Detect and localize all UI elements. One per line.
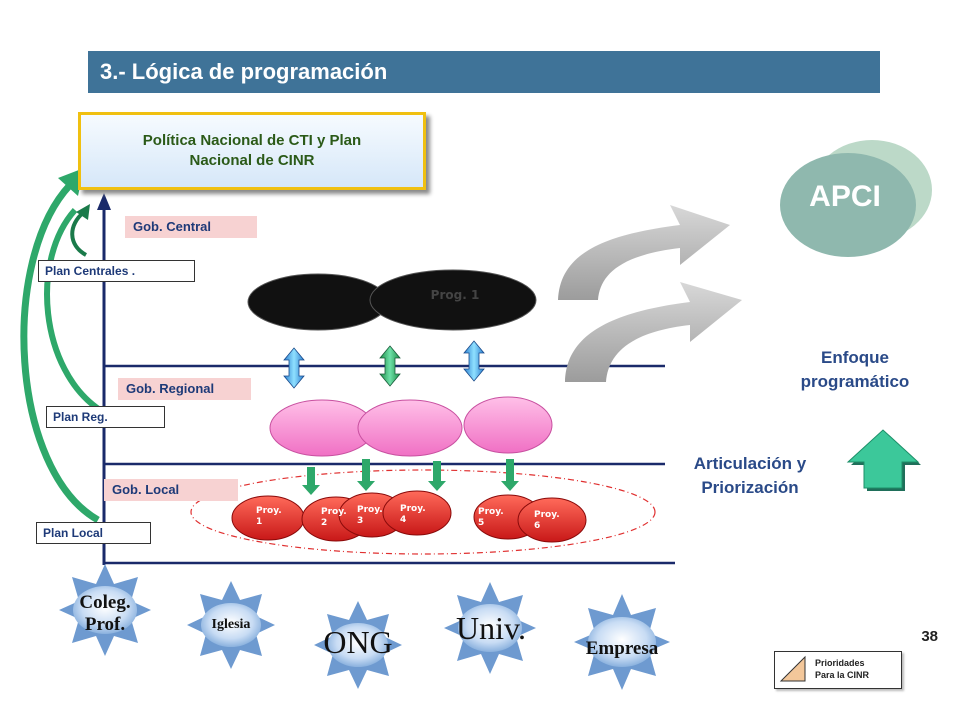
green-down-arrows — [302, 459, 519, 495]
actor-label-iglesia: Iglesia — [211, 617, 251, 632]
legend-text: Prioridades Para la CINR — [815, 658, 870, 680]
project-ellipse-4 — [382, 490, 452, 536]
actor-label-univ: Univ. — [456, 610, 526, 646]
apci-label: APCI — [809, 180, 881, 213]
project-ellipse-6 — [517, 497, 587, 543]
green-curve-central-head — [76, 204, 90, 220]
plan-box-local: Plan Local — [36, 522, 151, 544]
project-label-4: Proy.4 — [400, 504, 426, 525]
program-ellipse-left — [247, 273, 389, 331]
actor-label-empresa: Empresa — [585, 638, 659, 659]
green-curve-local — [20, 182, 100, 524]
actor-label-coleg: Coleg.Prof. — [79, 592, 131, 635]
regional-ellipse-3 — [463, 396, 553, 454]
project-label-1: Proy.1 — [256, 506, 282, 527]
level-label-local: Gob. Local — [104, 479, 238, 501]
project-label-5: Proy.5 — [478, 507, 504, 528]
legend-box: Prioridades Para la CINR — [774, 651, 902, 689]
policy-box-text: Política Nacional de CTI y Plan Nacional… — [142, 132, 362, 169]
policy-box: Política Nacional de CTI y Plan Nacional… — [78, 112, 426, 190]
program-ellipse-prog1 — [369, 269, 537, 331]
actor-label-ong: ONG — [323, 624, 393, 660]
sun-ong — [314, 601, 402, 689]
green-up-arrow — [846, 429, 920, 489]
enfoque-label: Enfoque programático — [800, 348, 910, 391]
level-label-central: Gob. Central — [125, 216, 257, 238]
project-label-6: Proy.6 — [534, 510, 560, 531]
green-curve-regional — [44, 207, 102, 413]
sun-iglesia — [187, 581, 275, 669]
apci-ellipse — [780, 153, 916, 257]
program-label-prog1: Prog. 1 — [430, 288, 480, 302]
plan-box-central: Plan Centrales . — [38, 260, 195, 282]
gray-curved-arrow-upper — [558, 205, 730, 300]
projects-group-ellipse — [190, 469, 656, 555]
sun-univ — [444, 582, 536, 674]
green-curve-local-head — [58, 168, 84, 196]
regional-ellipse-2 — [357, 399, 463, 457]
sun-empresa — [574, 594, 670, 690]
plan-box-regional: Plan Reg. — [46, 406, 165, 428]
blue-double-arrows — [283, 340, 485, 389]
green-curve-central — [70, 210, 88, 257]
axis-arrowhead — [97, 193, 111, 210]
legend-triangle-icon — [779, 655, 806, 682]
articulacion-label: Articulación y Priorización — [693, 454, 807, 497]
project-label-3: Proy.3 — [357, 505, 383, 526]
page-title: 3.- Lógica de programación — [88, 51, 880, 93]
project-label-2: Proy.2 — [321, 507, 347, 528]
sun-coleg — [59, 564, 151, 656]
gray-curved-arrow-lower — [565, 282, 742, 382]
page-number: 38 — [921, 628, 938, 645]
level-label-regional: Gob. Regional — [118, 378, 251, 400]
